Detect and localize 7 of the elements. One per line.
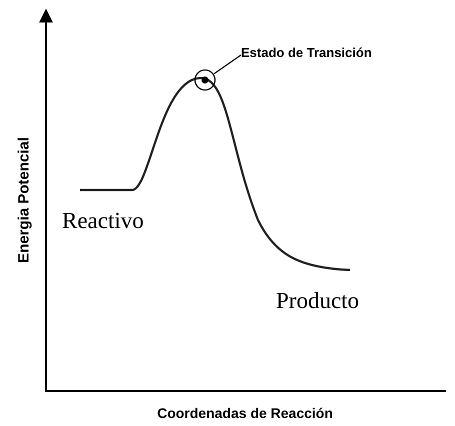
leader-line (214, 54, 242, 74)
highlight-circle (194, 69, 216, 91)
axis-title: Energia Potencial (16, 137, 32, 263)
state-label: Producto (276, 288, 360, 314)
state-label: Reactivo (62, 208, 144, 234)
callout-text: Estado de Transición (241, 45, 372, 65)
axis-title: Coordenadas de Reacción (157, 405, 333, 421)
